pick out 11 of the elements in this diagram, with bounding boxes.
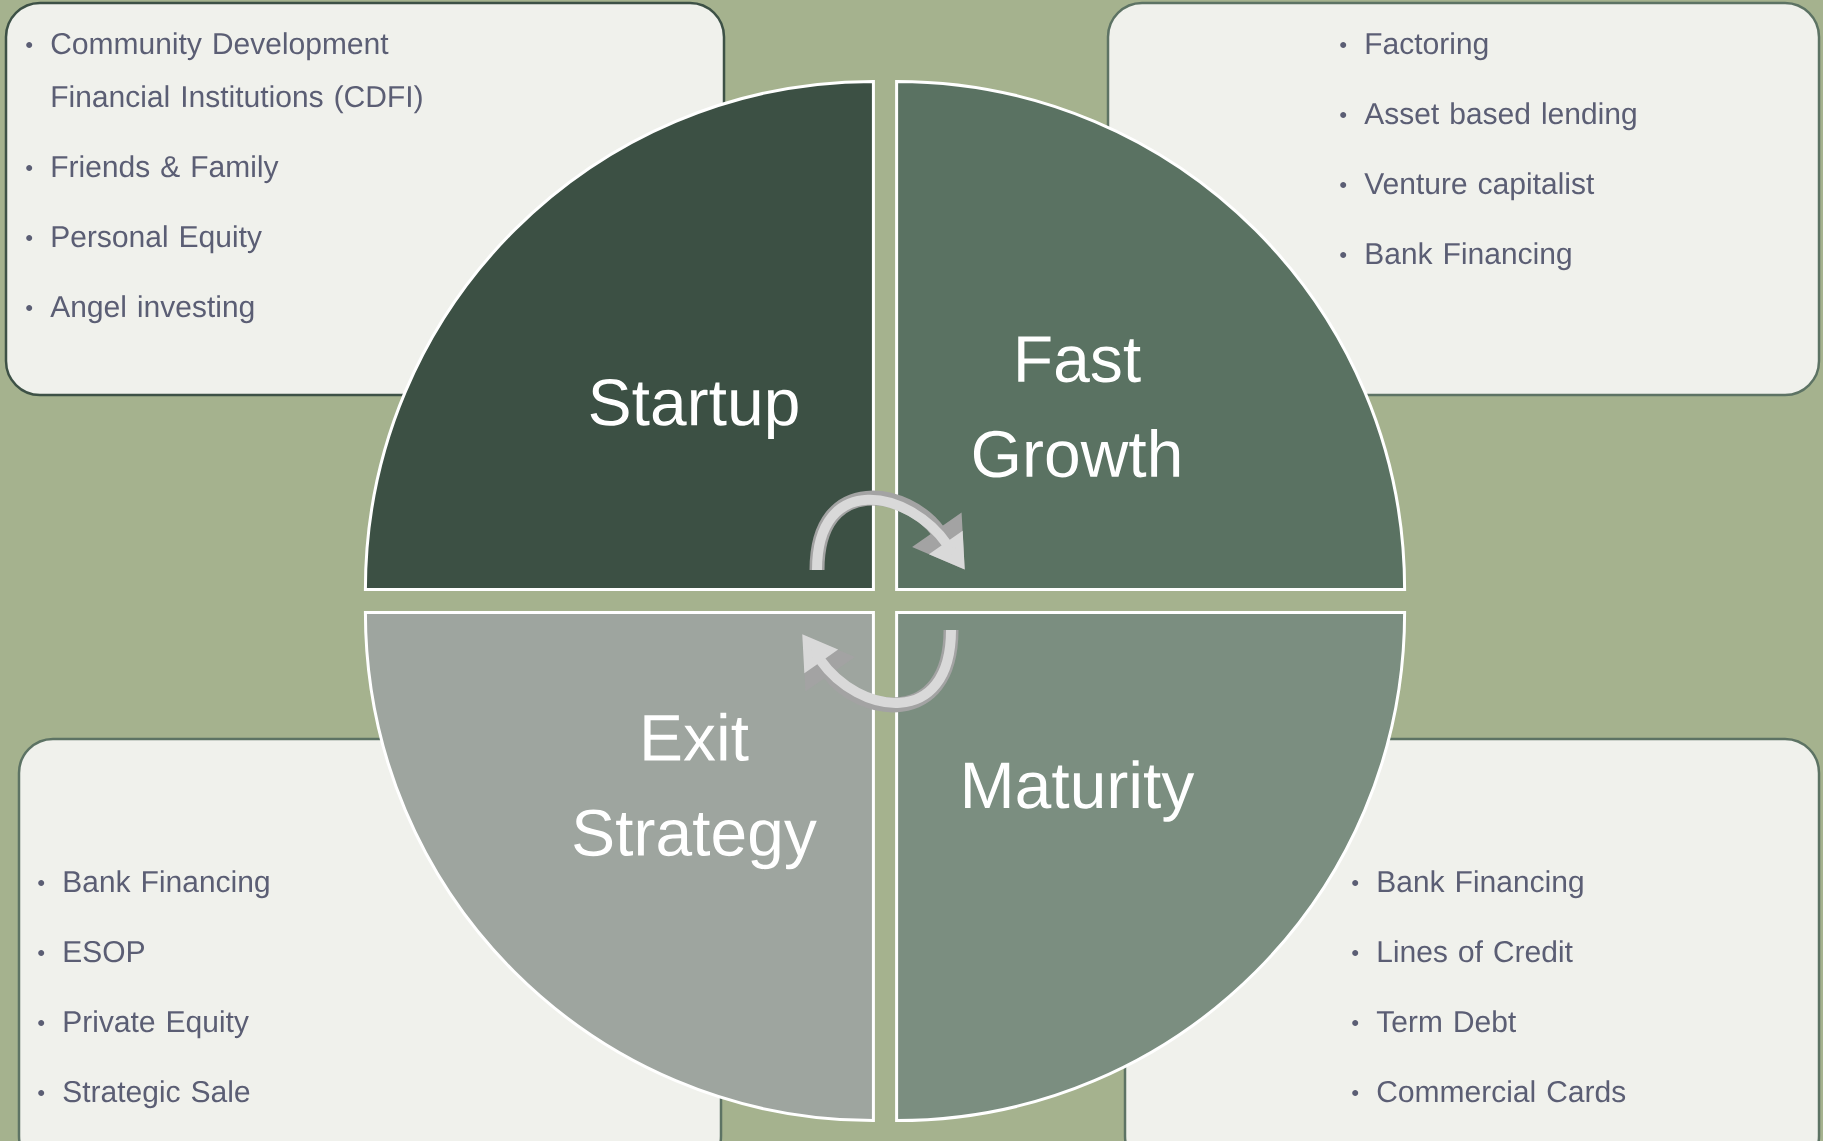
list-item: Private Equity	[38, 1010, 249, 1039]
list-item: Personal Equity	[26, 225, 262, 254]
list-item: Factoring	[1340, 32, 1488, 61]
list-item: Angel investing	[26, 295, 254, 324]
list-item: Friends & Family	[26, 155, 279, 184]
quadrant: Exit Strategy	[363, 611, 875, 1123]
curved-arrow	[809, 490, 965, 571]
list-item: Bank Financing	[38, 870, 269, 899]
list-item: Strategic Sale	[38, 1080, 250, 1109]
curved-arrow	[802, 629, 959, 713]
list-item: ESOP	[38, 941, 144, 963]
